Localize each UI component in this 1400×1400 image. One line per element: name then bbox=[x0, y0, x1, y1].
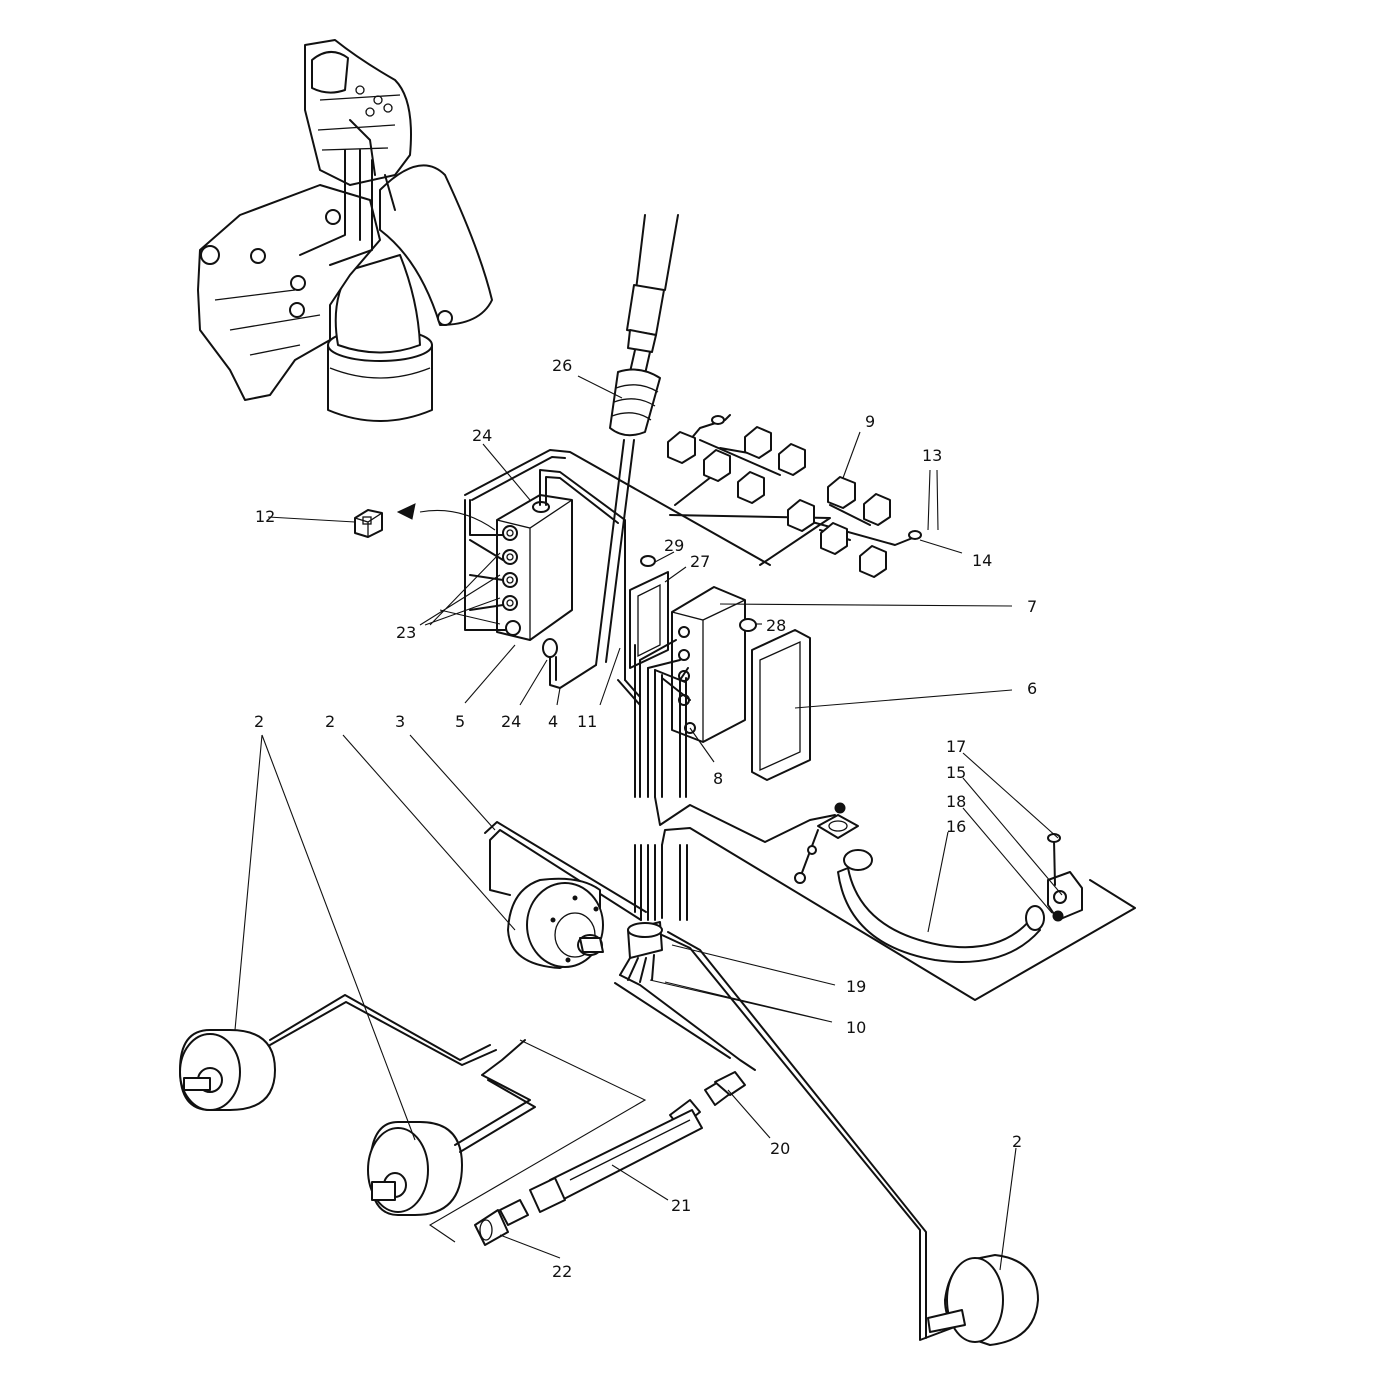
callout-10: 10 bbox=[846, 1018, 866, 1037]
callout-26: 26 bbox=[552, 356, 572, 375]
callout-24a: 24 bbox=[472, 426, 492, 445]
callout-18: 18 bbox=[946, 792, 966, 811]
callout-28: 28 bbox=[766, 616, 786, 635]
callout-7: 7 bbox=[1027, 597, 1037, 616]
callout-16: 16 bbox=[946, 817, 966, 836]
callout-20: 20 bbox=[770, 1139, 790, 1158]
servo-motor-2-right bbox=[927, 1254, 1039, 1346]
callout-labels: 2 2 2 3 4 5 6 7 8 9 10 11 12 13 14 15 16… bbox=[254, 356, 1037, 1281]
callout-9: 9 bbox=[865, 412, 875, 431]
callout-12: 12 bbox=[255, 507, 275, 526]
callout-23: 23 bbox=[396, 623, 416, 642]
callout-15: 15 bbox=[946, 763, 966, 782]
callout-17: 17 bbox=[946, 737, 966, 756]
robot-arm-illustration bbox=[197, 39, 493, 422]
callout-6: 6 bbox=[1027, 679, 1037, 698]
callout-27: 27 bbox=[690, 552, 710, 571]
flex-hose-assembly bbox=[794, 802, 1083, 963]
callout-14: 14 bbox=[972, 551, 992, 570]
callout-19: 19 bbox=[846, 977, 866, 996]
callout-21: 21 bbox=[671, 1196, 691, 1215]
leader-lines bbox=[234, 375, 1063, 1271]
servo-motor-2-left bbox=[179, 994, 497, 1111]
callout-22: 22 bbox=[552, 1262, 572, 1281]
callout-2b: 2 bbox=[1012, 1132, 1022, 1151]
callout-3: 3 bbox=[395, 712, 405, 731]
hose-bundle bbox=[484, 639, 1136, 1341]
callout-24b: 24 bbox=[501, 712, 521, 731]
callout-8: 8 bbox=[713, 769, 723, 788]
callout-29: 29 bbox=[664, 536, 684, 555]
part-12-indicator bbox=[354, 503, 496, 538]
manifold-block-left bbox=[464, 449, 771, 689]
gasket-and-nut bbox=[629, 555, 669, 669]
servo-motor-1 bbox=[507, 877, 604, 969]
servo-motor-2-center bbox=[367, 1039, 647, 1243]
callout-2a: 2 bbox=[254, 712, 264, 731]
callout-11: 11 bbox=[577, 712, 597, 731]
callout-13: 13 bbox=[922, 446, 942, 465]
callout-1: 2 bbox=[325, 712, 335, 731]
callout-5: 5 bbox=[455, 712, 465, 731]
manifold-block-right bbox=[671, 586, 811, 781]
hose-fittings bbox=[474, 1071, 746, 1246]
upper-hose-bellows bbox=[595, 214, 679, 666]
callout-4: 4 bbox=[548, 712, 558, 731]
cable-harness bbox=[667, 414, 922, 578]
